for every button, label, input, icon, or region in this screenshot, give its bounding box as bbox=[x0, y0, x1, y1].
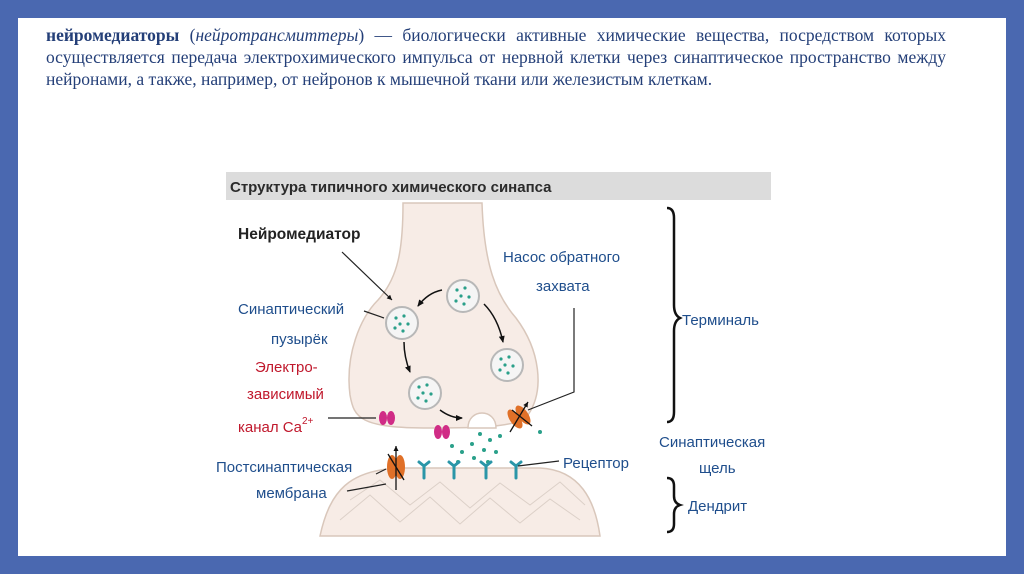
label-postsynaptic-2: мембрана bbox=[256, 485, 327, 502]
definition-alt-term: нейротрансмиттеры bbox=[195, 25, 359, 45]
terminal-brace bbox=[666, 206, 683, 424]
label-channel-sup: 2+ bbox=[302, 416, 314, 427]
label-channel-2: зависимый bbox=[247, 386, 324, 403]
figure-title-bar bbox=[226, 172, 771, 200]
label-vesicle-2: пузырёк bbox=[271, 331, 328, 348]
dendrite-texture bbox=[339, 479, 586, 525]
calcium-channels bbox=[379, 411, 450, 439]
label-channel-3-main: канал Ca bbox=[238, 419, 303, 436]
synaptic-vesicle-top bbox=[446, 279, 480, 313]
label-pump-1: Насос обратного bbox=[503, 249, 620, 266]
label-terminal: Терминаль bbox=[682, 312, 759, 329]
receptor-3 bbox=[479, 460, 493, 480]
definition-paragraph: нейромедиаторы (нейротрансмиттеры) — био… bbox=[46, 25, 946, 89]
receptors bbox=[417, 460, 523, 480]
calcium-channel-right bbox=[434, 425, 450, 439]
label-postsynaptic-1: Постсинаптическая bbox=[216, 459, 352, 476]
label-dendrite: Дендрит bbox=[688, 498, 747, 515]
label-cleft-2: щель bbox=[699, 460, 736, 477]
dendrite-brace bbox=[666, 476, 684, 534]
label-channel-3: канал Ca2+ bbox=[238, 416, 314, 436]
synaptic-vesicles bbox=[385, 279, 524, 410]
receptor-1 bbox=[417, 460, 431, 480]
reuptake-pump bbox=[507, 401, 533, 433]
calcium-channel-left bbox=[379, 411, 395, 425]
synaptic-vesicle-right bbox=[490, 348, 524, 382]
label-pump-2: захвата bbox=[536, 278, 590, 295]
definition-text: — биологически активные химические вещес… bbox=[46, 25, 946, 89]
label-receptor: Рецептор bbox=[563, 455, 629, 472]
figure-title: Структура типичного химического синапса bbox=[230, 179, 552, 196]
label-vesicle-1: Синаптический bbox=[238, 301, 344, 318]
receptor-4 bbox=[509, 460, 523, 480]
definition-term: нейромедиаторы bbox=[46, 25, 180, 45]
label-channel-1: Электро- bbox=[255, 359, 318, 376]
exocytosis-vesicle bbox=[467, 412, 497, 429]
synaptic-vesicle-left bbox=[385, 306, 419, 340]
vesicle-cycle-arrows bbox=[403, 289, 505, 421]
synaptic-vesicle-bottom bbox=[408, 376, 442, 410]
region-braces bbox=[666, 206, 684, 534]
postsynaptic-channel bbox=[387, 446, 405, 490]
label-cleft-1: Синаптическая bbox=[659, 434, 765, 451]
label-neurotransmitter: Нейромедиатор bbox=[238, 226, 360, 243]
label-leader-lines bbox=[328, 251, 575, 492]
receptor-2 bbox=[447, 460, 461, 480]
presynaptic-terminal bbox=[348, 202, 539, 429]
postsynaptic-dendrite bbox=[319, 467, 601, 537]
